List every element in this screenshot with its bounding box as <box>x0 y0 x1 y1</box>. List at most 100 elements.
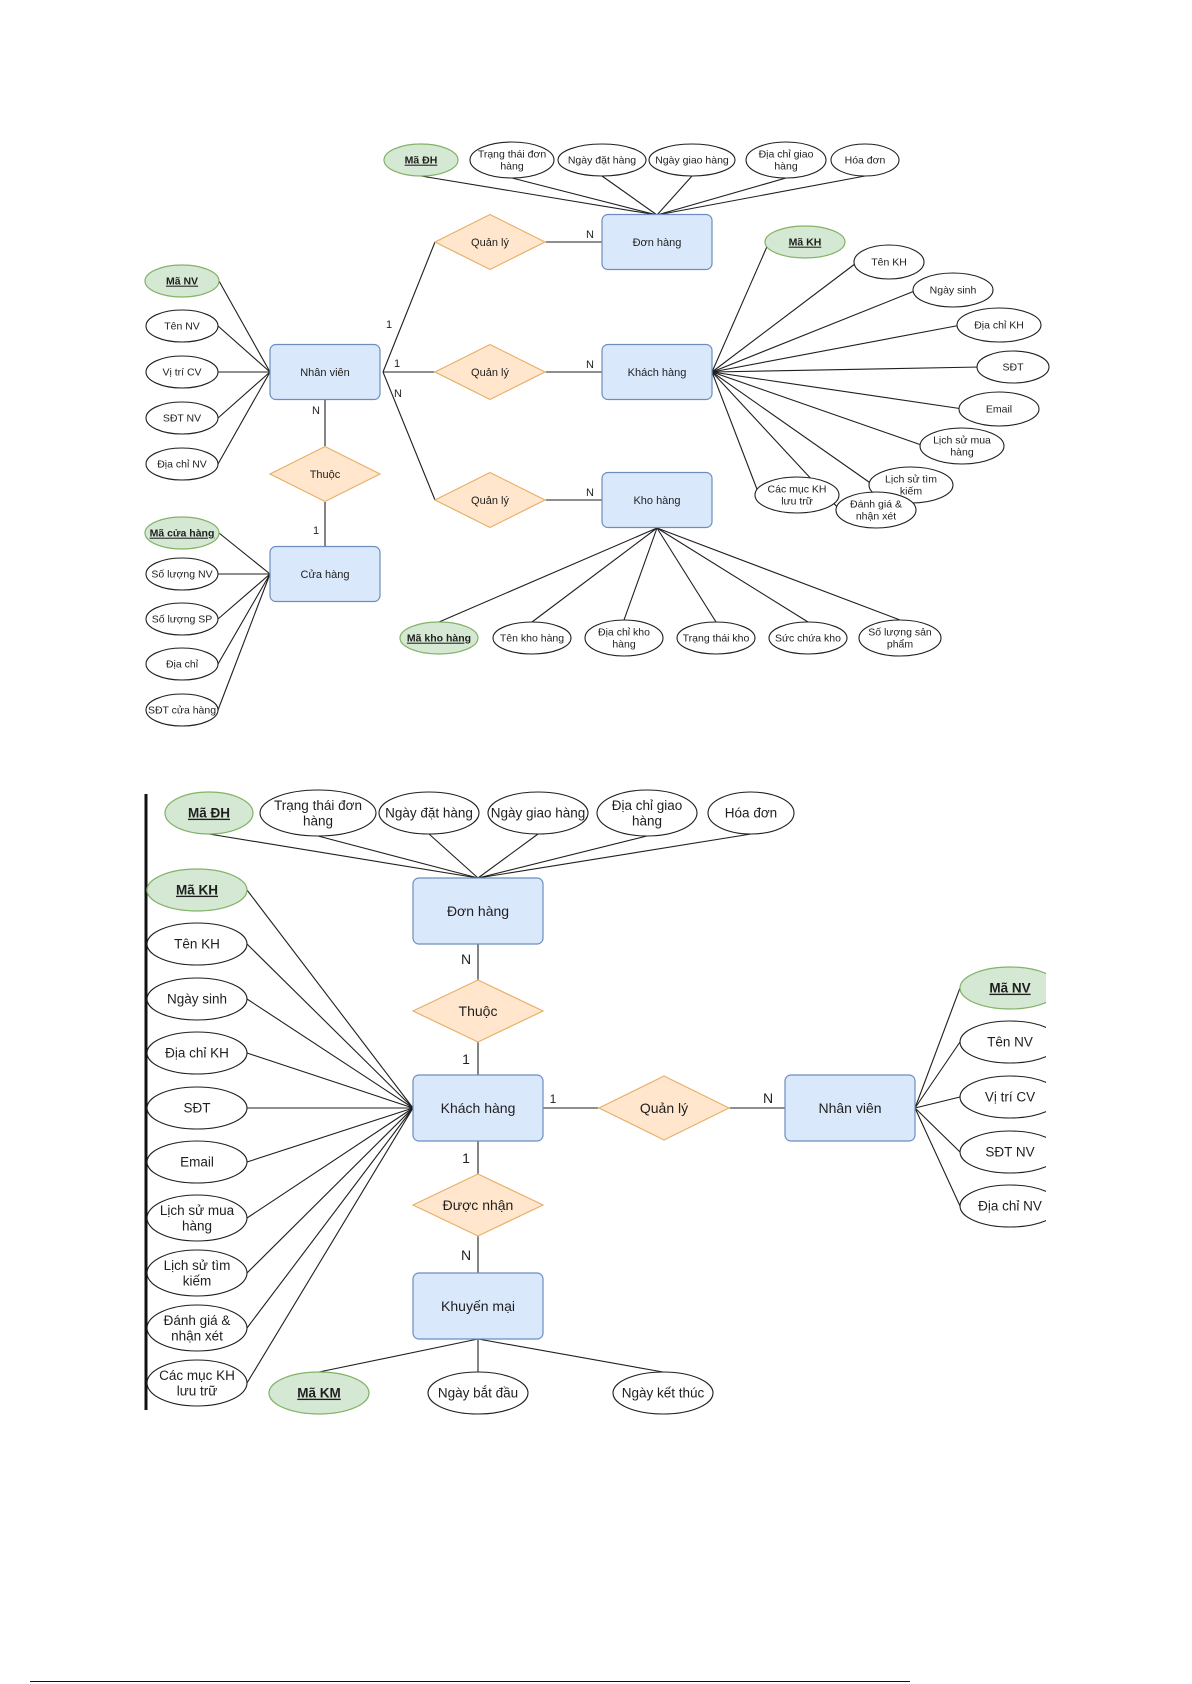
attr-cua-hang-so_nv[interactable] <box>145 557 219 591</box>
relationship-duoc-nhan[interactable] <box>411 1173 545 1237</box>
entity-kho-hang[interactable] <box>601 471 713 529</box>
connector-line <box>656 527 901 621</box>
connector-line <box>914 1107 961 1207</box>
attr-don-hang-hoa_don[interactable] <box>830 143 900 177</box>
attr-kho-hang-key[interactable] <box>399 621 479 655</box>
attr-khach-hang-ls_tim[interactable] <box>146 1249 248 1297</box>
attr-don-hang-ngay_dat[interactable] <box>378 791 480 835</box>
entity-don-hang[interactable] <box>601 213 713 271</box>
entity-don-hang-label: Đơn hàng <box>633 237 682 249</box>
attr-cua-hang-key[interactable] <box>144 516 220 550</box>
attr-nhan-vien-key[interactable] <box>144 264 220 298</box>
crop-mask <box>1046 960 1192 1230</box>
attr-khach-hang-sdt[interactable] <box>976 350 1050 384</box>
relationship-quan-ly-khach-hang[interactable] <box>433 343 547 401</box>
entity-kho-hang-label: Kho hàng <box>633 495 680 507</box>
attr-kho-hang-ten[interactable] <box>492 621 572 655</box>
entity-nhan-vien-label: Nhân viên <box>818 1100 881 1116</box>
attr-khach-hang-dia_chi[interactable] <box>956 307 1042 343</box>
connector-line <box>318 1338 479 1373</box>
attr-cua-hang-so_sp[interactable] <box>145 602 219 636</box>
attr-khach-hang-cac_muc[interactable] <box>754 476 840 514</box>
attr-don-hang-dia_chi[interactable] <box>596 789 698 837</box>
connector-line <box>711 366 981 373</box>
attr-nhan-vien-vi_tri[interactable] <box>145 355 219 389</box>
relationship-duoc-nhan-label: Được nhận <box>443 1197 514 1213</box>
attr-nhan-vien-dia_chi-label: Địa chỉ NV <box>157 459 207 471</box>
attr-kho-hang-ten-label: Tên kho hàng <box>500 633 564 645</box>
attr-nhan-vien-sdt[interactable] <box>145 401 219 435</box>
entity-nhan-vien[interactable] <box>784 1074 916 1142</box>
entity-khach-hang[interactable] <box>601 343 713 401</box>
attr-don-hang-ngay_dat[interactable] <box>557 143 647 177</box>
attr-kho-hang-trang_thai[interactable] <box>676 621 756 655</box>
attr-khach-hang-danh_gia[interactable] <box>835 491 917 529</box>
entity-don-hang[interactable] <box>412 877 544 945</box>
attr-nhan-vien-key-label: Mã NV <box>166 276 198 288</box>
attr-cua-hang-dia_chi[interactable] <box>145 647 219 681</box>
attr-don-hang-key[interactable] <box>164 791 254 835</box>
relationship-quan-ly-kho-hang[interactable] <box>433 471 547 529</box>
attr-don-hang-dia_chi[interactable] <box>745 141 827 179</box>
attr-khach-hang-ten[interactable] <box>853 244 925 280</box>
attr-kho-hang-so_luong[interactable] <box>858 619 942 657</box>
connector-line <box>217 371 271 465</box>
attr-khach-hang-key[interactable] <box>764 225 846 259</box>
attr-khach-hang-dia_chi-label: Địa chỉ KH <box>165 1046 229 1061</box>
cardinality-label: 1 <box>462 1150 470 1166</box>
connector-line <box>531 527 658 623</box>
attr-khach-hang-cac_muc[interactable] <box>146 1359 248 1407</box>
connector-line <box>477 1338 664 1373</box>
entity-khach-hang-label: Khách hàng <box>441 1100 516 1116</box>
attr-don-hang-trang_thai[interactable] <box>259 789 377 837</box>
relationship-thuoc[interactable] <box>268 445 382 503</box>
attr-don-hang-hoa_don[interactable] <box>707 791 795 835</box>
attr-khach-hang-ngay_sinh-label: Ngày sinh <box>167 992 227 1007</box>
attr-khach-hang-ngay_sinh[interactable] <box>146 977 248 1021</box>
connector-line <box>656 527 809 623</box>
attr-khuyen-mai-ket_thuc[interactable] <box>612 1371 714 1415</box>
cardinality-label: 1 <box>462 1051 470 1067</box>
entity-khuyen-mai[interactable] <box>412 1272 544 1340</box>
attr-don-hang-trang_thai[interactable] <box>469 141 555 179</box>
attr-khach-hang-ten[interactable] <box>146 922 248 966</box>
relationship-thuoc-label: Thuộc <box>310 469 341 481</box>
relationship-thuoc[interactable] <box>411 979 545 1043</box>
attr-nhan-vien-ten[interactable] <box>145 309 219 343</box>
attr-khach-hang-dia_chi[interactable] <box>146 1031 248 1075</box>
attr-khach-hang-email[interactable] <box>146 1140 248 1184</box>
connector-line <box>711 261 858 373</box>
connector-line <box>246 1107 414 1329</box>
attr-kho-hang-dia_chi[interactable] <box>584 619 664 657</box>
attr-khach-hang-sdt-label: SĐT <box>1003 362 1025 374</box>
attr-kho-hang-suc_chua[interactable] <box>768 621 848 655</box>
relationship-quan-ly-khach-hang-label: Quản lý <box>471 367 509 379</box>
attr-khach-hang-key-label: Mã KH <box>176 883 218 898</box>
attr-khach-hang-ngay_sinh[interactable] <box>912 272 994 308</box>
entity-khach-hang[interactable] <box>412 1074 544 1142</box>
relationship-quan-ly[interactable] <box>597 1075 731 1141</box>
relationship-quan-ly-don-hang[interactable] <box>433 213 547 271</box>
attr-khach-hang-email[interactable] <box>958 391 1040 427</box>
attr-khuyen-mai-key[interactable] <box>268 1371 370 1415</box>
connector-line <box>217 573 271 620</box>
attr-don-hang-key[interactable] <box>383 143 459 177</box>
attr-nhan-vien-dia_chi[interactable] <box>145 447 219 481</box>
attr-khach-hang-key[interactable] <box>146 868 248 912</box>
attr-khach-hang-danh_gia-label: Đánh giá &nhận xét <box>164 1313 231 1344</box>
attr-khuyen-mai-bat_dau[interactable] <box>427 1371 529 1415</box>
entity-don-hang-label: Đơn hàng <box>447 903 509 919</box>
attr-khach-hang-key-label: Mã KH <box>789 237 822 249</box>
attr-don-hang-ngay_giao[interactable] <box>648 143 736 177</box>
attr-khach-hang-sdt[interactable] <box>146 1086 248 1130</box>
attr-khach-hang-ls_mua[interactable] <box>919 427 1005 465</box>
attr-khach-hang-danh_gia[interactable] <box>146 1304 248 1352</box>
entity-nhan-vien[interactable] <box>269 343 381 401</box>
entity-cua-hang[interactable] <box>269 545 381 603</box>
attr-khach-hang-sdt-label: SĐT <box>184 1101 211 1116</box>
attr-don-hang-ngay_giao[interactable] <box>487 791 589 835</box>
attr-cua-hang-sdt[interactable] <box>145 693 219 727</box>
attr-khach-hang-ls_mua[interactable] <box>146 1194 248 1242</box>
